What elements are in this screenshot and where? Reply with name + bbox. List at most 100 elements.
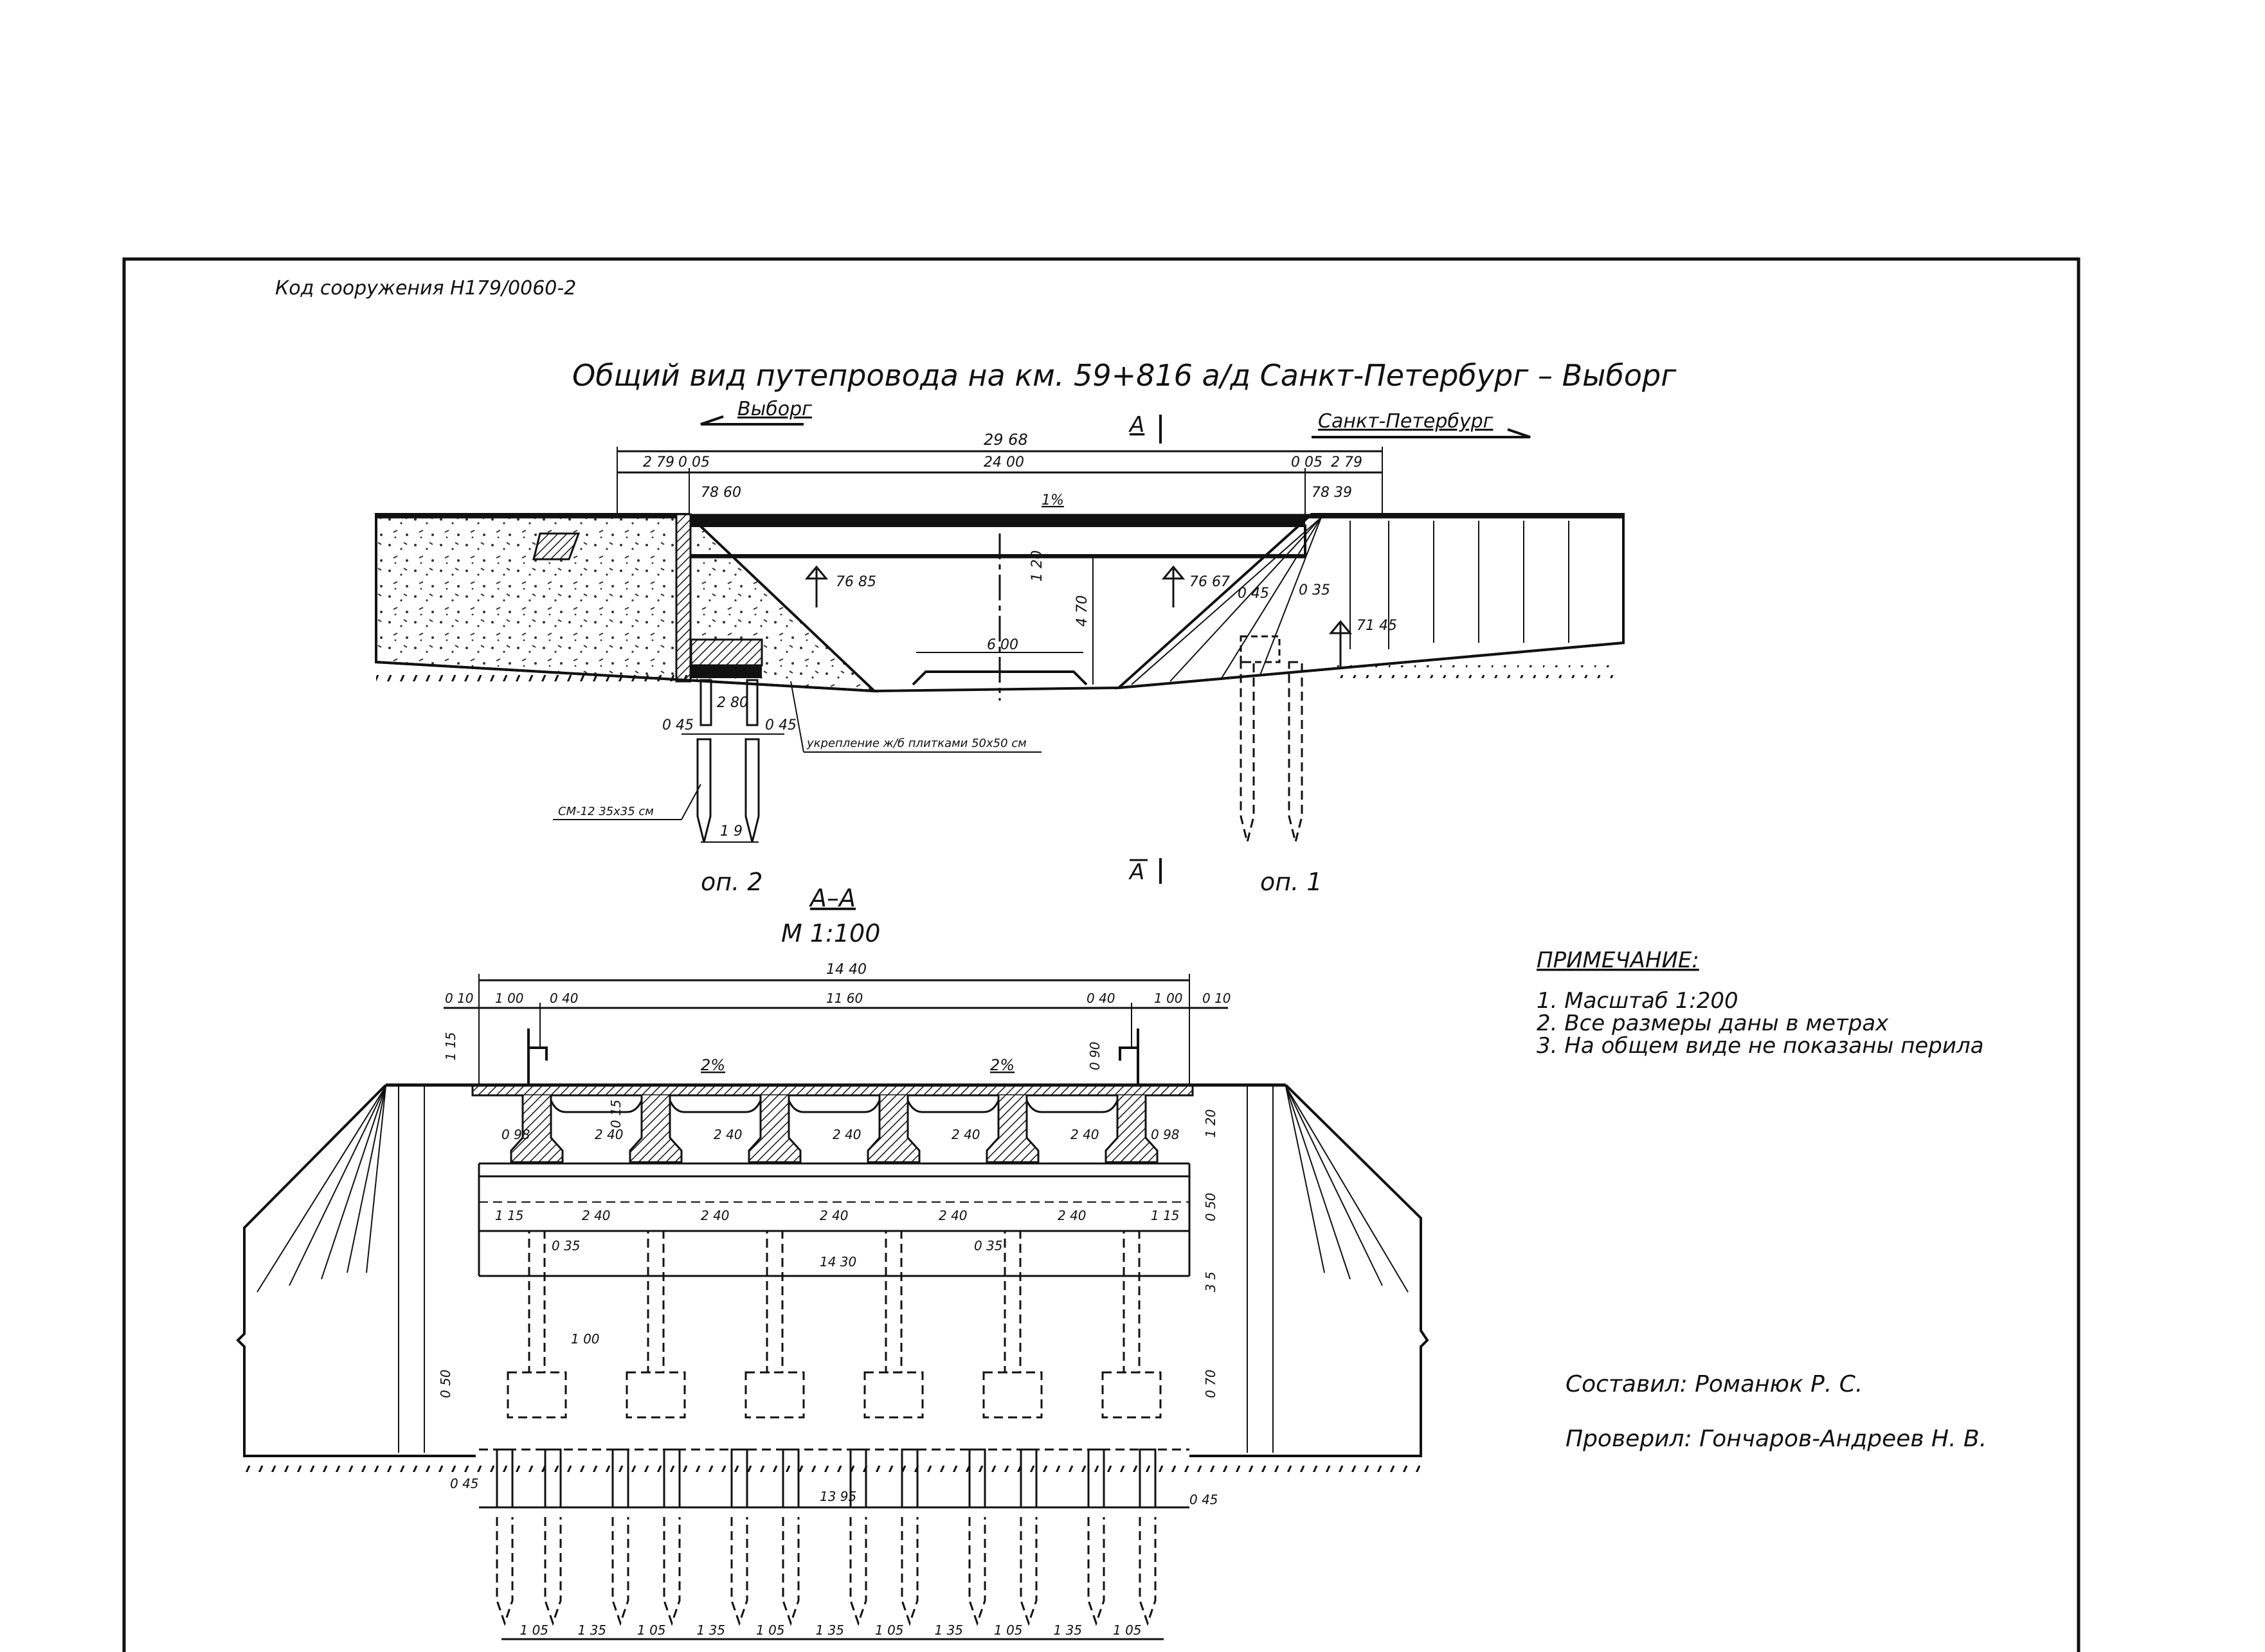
deck-slab [689, 517, 1305, 525]
dim-pile-spacing: 1 9 [720, 823, 743, 839]
sheet-frame [122, 257, 2080, 1652]
note-item-1: 1. Масштаб 1:200 [1537, 988, 1738, 1014]
cap-spacing-1: 1 15 [495, 1208, 524, 1223]
pile-6 [782, 1448, 800, 1626]
beam-2 [629, 1095, 762, 1163]
beam-spacing-7: 0 98 [1151, 1127, 1180, 1142]
cap-spacing-2: 2 40 [582, 1208, 611, 1223]
arrow-right-icon [1312, 428, 1531, 438]
dim-pile-left: 0 45 [662, 717, 694, 733]
pile-5 [730, 1448, 748, 1626]
section-mark-bottom: А [1128, 859, 1144, 885]
dim-035: 0 35 [1299, 582, 1330, 598]
dim-base-width: 2 80 [717, 695, 748, 711]
slope-label: 1% [1042, 492, 1064, 508]
ground-hatch-section [244, 1459, 1421, 1472]
cap-spacing-7: 1 15 [1151, 1208, 1180, 1223]
dim-right-gap: 0 05 [1291, 454, 1322, 471]
dim-right-end: 2 79 [1331, 454, 1362, 471]
column-5 [982, 1230, 1043, 1419]
dim-span: 24 00 [984, 454, 1024, 471]
pile-spacing-8: 1 35 [935, 1622, 964, 1638]
beam-6 [1105, 1095, 1159, 1163]
direction-left-label: Выборг [737, 398, 812, 420]
slope-left: 2% [701, 1056, 725, 1074]
pile-spacing-2: 1 35 [578, 1622, 607, 1638]
pile-12 [1139, 1448, 1157, 1626]
pile-spacing-11: 1 05 [1113, 1622, 1142, 1638]
pile-9 [968, 1448, 986, 1626]
left-embankment [375, 513, 878, 693]
dim-sw-l: 1 00 [495, 991, 524, 1006]
side-slope-right [1189, 1084, 1429, 1457]
left-approach-slab [532, 532, 581, 561]
dim-overall: 29 68 [984, 431, 1028, 449]
pile-10 [1020, 1448, 1038, 1626]
dim-cap-height: 0 50 [1203, 1192, 1218, 1221]
beam-spacing-2: 2 40 [595, 1127, 624, 1142]
pile-7 [849, 1448, 867, 1626]
dim-road: 11 60 [826, 991, 863, 1006]
pile-spacing-10: 1 35 [1054, 1622, 1083, 1638]
side-slope-left [236, 1084, 476, 1457]
note-piles: СМ-12 35х35 см [558, 805, 654, 818]
deck-beam [688, 525, 1306, 557]
dim-road-width: 6 00 [987, 637, 1018, 653]
side-fan-right [1247, 1086, 1409, 1453]
left-abutment-cap [690, 638, 763, 667]
beam-spacing-5: 2 40 [952, 1127, 980, 1142]
right-piles [1240, 661, 1303, 843]
elev-right-mid: 76 67 [1189, 574, 1230, 590]
column-2 [626, 1230, 686, 1419]
pile-spacing-1: 1 05 [520, 1622, 549, 1638]
pile-spacing-6: 1 35 [816, 1622, 845, 1638]
dim-edge-l: 0 10 [445, 991, 474, 1006]
section-scale: М 1:100 [781, 919, 880, 947]
left-abutment-wall [675, 513, 692, 683]
dim-col-w-right: 0 35 [974, 1238, 1003, 1253]
cap-spacing-5: 2 40 [939, 1208, 968, 1223]
pile-spacing-5: 1 05 [756, 1622, 785, 1638]
dim-curb-h: 0 90 [1087, 1041, 1103, 1070]
pile-2 [544, 1448, 562, 1626]
dim-pile-edge-r: 0 45 [1189, 1492, 1218, 1507]
elev-left-top: 78 60 [701, 485, 741, 501]
dim-pile-edge-l: 0 45 [450, 1476, 479, 1491]
support-label-right: оп. 1 [1260, 868, 1322, 896]
column-4 [863, 1230, 924, 1419]
pile-1 [496, 1448, 514, 1626]
dim-total: 14 40 [826, 962, 867, 978]
cap-spacing-3: 2 40 [701, 1208, 730, 1223]
signature-checked: Проверил: Гончаров-Андреев Н. В. [1566, 1426, 1987, 1452]
cap-spacing-6: 2 40 [1058, 1208, 1087, 1223]
columns [507, 1230, 1162, 1419]
right-embankment [1115, 513, 1625, 690]
notes-heading: ПРИМЕЧАНИЕ: [1537, 947, 1699, 973]
beam-spacing-4: 2 40 [833, 1127, 862, 1142]
elev-marker-left [804, 565, 829, 607]
dim-left-gap: 0 05 [678, 454, 710, 471]
note-item-2: 2. Все размеры даны в метрах [1537, 1010, 1889, 1036]
pile-11 [1087, 1448, 1105, 1626]
drawing-title: Общий вид путепровода на км. 59+816 а/д … [572, 358, 1677, 393]
dim-deck-thickness: 0 15 [608, 1099, 624, 1128]
direction-right-label: Санкт-Петербург [1318, 410, 1493, 433]
beam-5 [986, 1095, 1119, 1163]
dim-col-height: 3 5 [1203, 1271, 1218, 1292]
signature-compiled: Составил: Романюк Р. С. [1566, 1371, 1863, 1397]
elev-marker-right [1161, 565, 1186, 607]
section-mark-top: А [1128, 412, 1144, 438]
beam-3 [748, 1095, 881, 1163]
dim-pile-row: 13 95 [820, 1489, 856, 1504]
pile-spacing-9: 1 05 [994, 1622, 1023, 1638]
dim-rail-l: 0 40 [550, 991, 579, 1006]
structure-code: Код сооружения Н179/0060-2 [275, 277, 576, 300]
dim-cap-length: 14 30 [820, 1254, 856, 1270]
leader-paving-tail [790, 681, 804, 753]
pile-spacing-4: 1 35 [697, 1622, 726, 1638]
beam-4 [867, 1095, 1000, 1163]
dim-clear-height: 4 70 [1074, 595, 1090, 627]
dim-foot-width: 1 00 [571, 1331, 600, 1347]
elev-right-low: 71 45 [1357, 618, 1397, 634]
